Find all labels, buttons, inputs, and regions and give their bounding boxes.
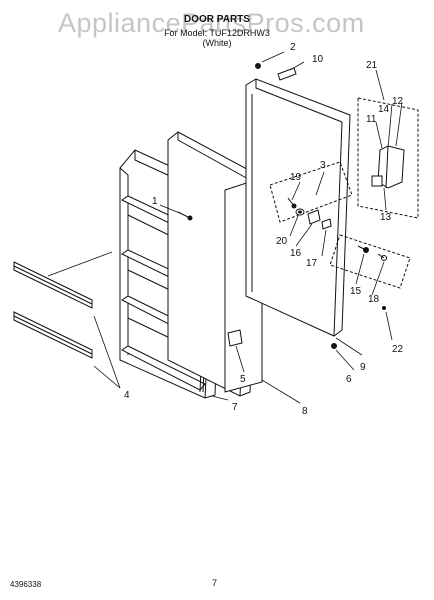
callout-4: 4 [124,390,130,401]
hinge-bracket-16 [307,209,321,225]
callout-13: 13 [380,212,392,223]
callout-3: 3 [320,160,326,171]
gasket-strip-upper [13,261,93,309]
screw-bottom [331,343,337,349]
callout-22: 22 [392,344,404,355]
document-number: 4396338 [10,580,42,589]
callout-12: 12 [392,96,404,107]
callout-5: 5 [240,374,246,385]
callout-16: 16 [290,248,302,259]
watermark-text: AppliancePartsPros.com [58,8,365,38]
bracket-5 [227,329,243,347]
callout-9: 9 [360,362,366,373]
callout-11: 11 [366,114,377,125]
callout-1: 1 [152,196,158,207]
callout-2: 2 [290,42,296,53]
hinge-cap-17 [321,218,332,230]
callout-14: 14 [378,104,390,115]
washer-20 [295,208,305,216]
hinge-part-18 [377,253,387,261]
hinge-part-15 [357,245,369,253]
page-number: 7 [212,578,218,588]
handle-dashed-boundary [357,97,419,219]
callout-21: 21 [366,60,378,71]
callout-7: 7 [232,402,238,413]
model-line: For Model: TUF12DRHW3 [164,28,270,38]
callout-labels: 1 2 10 21 14 12 11 13 3 19 20 16 17 15 1… [124,42,404,417]
screw-1 [177,211,193,221]
screw-22 [382,306,386,310]
callout-18: 18 [368,294,380,305]
outer-door [245,78,351,337]
callout-17: 17 [306,258,318,269]
screw-top [255,63,261,69]
label-plate [277,67,297,81]
callout-15: 15 [350,286,362,297]
hinge-pin-19 [287,197,297,209]
callout-6: 6 [346,374,352,385]
door-handle [371,145,405,189]
color-line: (White) [202,38,232,48]
callout-19: 19 [290,172,302,183]
callout-8: 8 [302,406,308,417]
callout-20: 20 [276,236,288,247]
gasket-strip-lower [13,311,93,359]
hinge-dashed-boundary-lower [329,234,411,289]
callout-10: 10 [312,54,324,65]
diagram-title: DOOR PARTS [184,14,250,25]
leader-lines [47,51,403,404]
